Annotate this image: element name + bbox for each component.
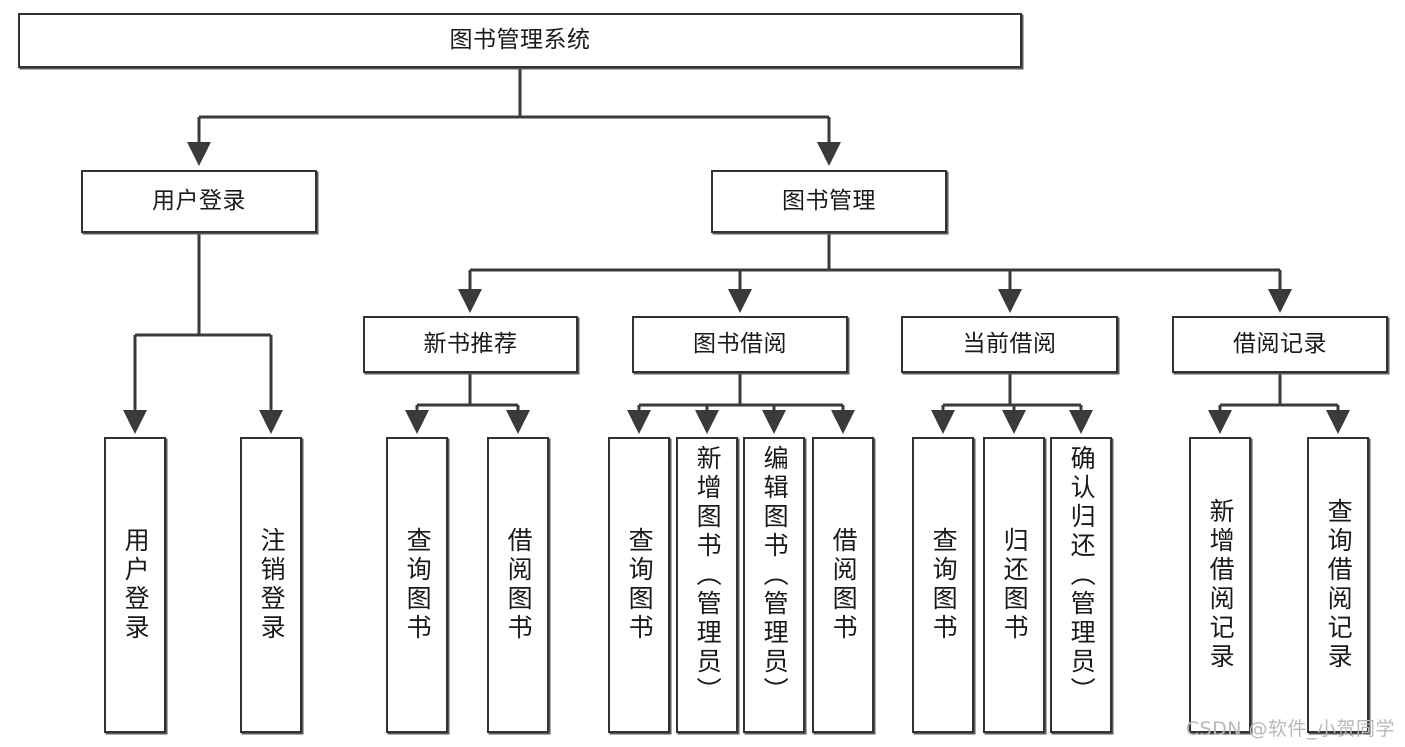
node-book-borrow[interactable]: 图书借阅 [632, 316, 848, 373]
leaf-confirm-return-admin[interactable]: 确认归还（管理员） [1050, 437, 1112, 733]
leaf-return-book[interactable]: 归还图书 [983, 437, 1045, 733]
leaf-add-borrow-record[interactable]: 新增借阅记录 [1189, 437, 1251, 733]
leaf-query-book-current[interactable]: 查询图书 [912, 437, 974, 733]
leaf-edit-book-admin-label: 编辑图书（管理员） [760, 445, 790, 706]
leaf-query-book-current-label: 查询图书 [929, 527, 959, 643]
leaf-query-borrow-record-label: 查询借阅记录 [1324, 498, 1354, 672]
leaf-borrow-book-recommend[interactable]: 借阅图书 [487, 437, 549, 733]
leaf-add-borrow-record-label: 新增借阅记录 [1206, 498, 1236, 672]
leaf-confirm-return-admin-label: 确认归还（管理员） [1067, 445, 1097, 706]
node-user-login[interactable]: 用户登录 [81, 170, 317, 233]
leaf-add-book-admin-label: 新增图书（管理员） [693, 445, 723, 706]
watermark: CSDN @软件_小贺同学 [1185, 718, 1395, 740]
leaf-user-login[interactable]: 用户登录 [104, 437, 166, 733]
node-root[interactable]: 图书管理系统 [18, 13, 1022, 68]
node-user-login-label: 用户登录 [152, 187, 246, 214]
leaf-query-book-recommend[interactable]: 查询图书 [386, 437, 448, 733]
node-book-management-label: 图书管理 [782, 187, 876, 214]
node-new-book-recommend-label: 新书推荐 [423, 330, 518, 357]
leaf-query-borrow-record[interactable]: 查询借阅记录 [1307, 437, 1369, 733]
leaf-lend-book[interactable]: 借阅图书 [812, 437, 874, 733]
leaf-query-book-borrow-label: 查询图书 [625, 527, 655, 643]
leaf-user-login-label: 用户登录 [121, 527, 151, 643]
node-new-book-recommend[interactable]: 新书推荐 [363, 316, 578, 373]
node-current-borrow-label: 当前借阅 [962, 330, 1057, 357]
node-root-label: 图书管理系统 [449, 26, 591, 53]
leaf-lend-book-label: 借阅图书 [829, 527, 859, 643]
leaf-user-logout-label: 注销登录 [257, 527, 287, 643]
node-borrow-records-label: 借阅记录 [1233, 330, 1327, 357]
leaf-user-logout[interactable]: 注销登录 [240, 437, 302, 733]
node-current-borrow[interactable]: 当前借阅 [901, 316, 1118, 373]
leaf-return-book-label: 归还图书 [1000, 527, 1030, 643]
leaf-query-book-recommend-label: 查询图书 [403, 527, 433, 643]
leaf-edit-book-admin[interactable]: 编辑图书（管理员） [743, 437, 805, 733]
leaf-borrow-book-recommend-label: 借阅图书 [504, 527, 534, 643]
node-borrow-records[interactable]: 借阅记录 [1172, 316, 1388, 373]
node-book-borrow-label: 图书借阅 [693, 330, 787, 357]
leaf-query-book-borrow[interactable]: 查询图书 [608, 437, 670, 733]
leaf-add-book-admin[interactable]: 新增图书（管理员） [676, 437, 738, 733]
node-book-management[interactable]: 图书管理 [711, 170, 947, 233]
